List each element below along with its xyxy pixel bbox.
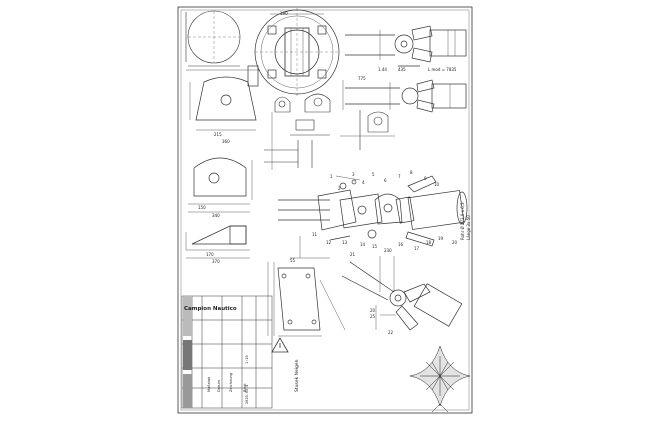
dim-4: 215	[214, 132, 222, 137]
part-callout: 8	[410, 170, 413, 175]
dim-3: 775	[358, 76, 366, 81]
rotated-note: Stusek Neigen	[294, 359, 300, 392]
part-callout: 11	[312, 232, 318, 237]
part-callout: 6	[384, 178, 387, 183]
part-callout: 1	[330, 174, 333, 179]
part-callout: 4	[362, 180, 365, 185]
round-plate-view	[185, 10, 241, 67]
title-row-3: Maßstab	[207, 376, 211, 392]
dim-5: 360	[222, 139, 230, 144]
mounting-plate-view	[267, 236, 346, 337]
spec-line-1: Rohr Ø 273,0 x 6,3	[460, 202, 465, 240]
dim-8: 170	[206, 252, 214, 257]
title-row-1: Zeichnung	[229, 373, 233, 392]
title-block	[181, 295, 273, 409]
warning-triangle-icon	[271, 337, 289, 353]
dim-6: 150	[198, 205, 206, 210]
part-callout: 9	[424, 176, 427, 181]
part-callout: 21	[350, 252, 356, 257]
dim-7: 340	[212, 213, 220, 218]
part-callout: 19	[438, 236, 444, 241]
dim-2: 435	[398, 67, 406, 72]
tube-assembly-middle	[342, 79, 467, 113]
tube-assembly-upper	[345, 25, 467, 67]
exploded-assembly-view	[278, 175, 468, 247]
company-mark: Campion Nautico	[184, 306, 237, 312]
dim-12: 190	[280, 11, 288, 16]
base-plate-view	[188, 157, 253, 213]
part-callout: 20	[452, 240, 458, 245]
spec-line-2: Länge 3x 50	[466, 215, 471, 240]
angle-bracket-view	[185, 225, 250, 259]
part-callout: 22	[388, 330, 394, 335]
drawing-border	[177, 6, 473, 414]
part-callout: 13	[342, 240, 348, 245]
part-callout: 16	[398, 242, 404, 247]
dim-13: 20	[370, 308, 376, 313]
dim-1: 1.44	[378, 67, 387, 72]
part-callout: 18	[426, 240, 432, 245]
part-callout: 14	[360, 242, 366, 247]
dim-9: 370	[212, 259, 220, 264]
clevis-detail	[340, 110, 395, 150]
detail-parts-cluster	[264, 93, 331, 170]
dim-11: 55	[290, 258, 296, 263]
part-callout: 7	[398, 174, 401, 179]
flange-top-view	[254, 8, 340, 96]
title-row-4: Blatt	[243, 383, 247, 392]
part-callout: 17	[414, 246, 420, 251]
part-callout: 15	[372, 244, 378, 249]
dim-14: 25	[370, 314, 376, 319]
hinge-assembly-view	[341, 256, 463, 331]
size-table-header: L mod = 7835	[428, 67, 457, 72]
title-row-2: Datum	[217, 379, 221, 392]
sail-mesh-diagram	[409, 345, 471, 413]
title-number-2: 1:10	[245, 355, 249, 364]
part-callout: 5	[372, 172, 375, 177]
drawing-inner-border	[180, 9, 470, 411]
part-callout: 10	[434, 182, 440, 187]
part-callout: 2	[338, 186, 341, 191]
bracket-profile-view	[186, 65, 260, 131]
part-callout: 12	[326, 240, 332, 245]
dim-10: 230	[384, 248, 392, 253]
part-callout: 3	[352, 172, 355, 177]
title-number-1: 2020-05-4	[245, 385, 249, 404]
